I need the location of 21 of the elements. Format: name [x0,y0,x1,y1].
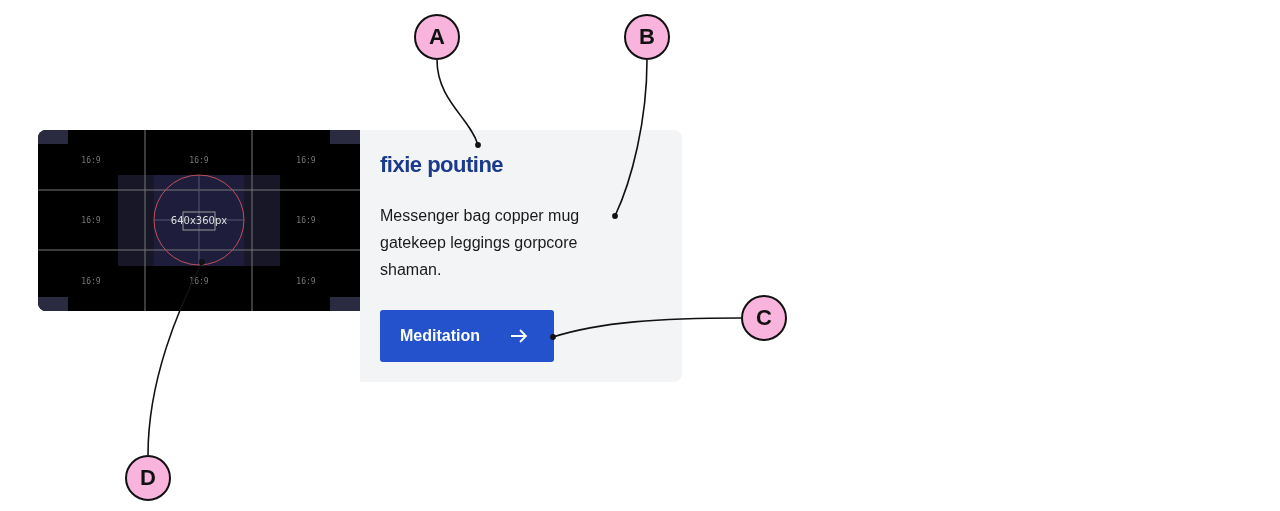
leader-line [612,59,648,219]
size-label: 640x360px [170,214,228,226]
aspect-ratio-label: 16:9 [296,215,316,225]
aspect-ratio-label: 16:9 [296,276,316,286]
aspect-ratio-label: 16:9 [296,155,316,165]
aspect-ratio-label: 16:9 [81,155,101,165]
callout-letter: A [414,14,460,60]
action-button: Meditation [380,310,554,362]
card-description: Messenger bag copper mug gatekeep leggings gorpcore shaman. [380,202,630,286]
callout-letter: C [741,295,787,341]
aspect-ratio-label: 16:9 [81,276,101,286]
callout-letter: B [624,14,670,60]
leader-line [550,317,742,340]
card-background [38,130,682,382]
callout-letter: D [125,455,171,501]
aspect-ratio-label: 16:9 [189,276,209,286]
leader-line [147,259,205,456]
aspect-ratio-label: 16:9 [189,155,209,165]
card-heading: fixie poutine [380,152,670,184]
aspect-ratio-label: 16:9 [81,215,101,225]
leader-line [436,59,481,148]
